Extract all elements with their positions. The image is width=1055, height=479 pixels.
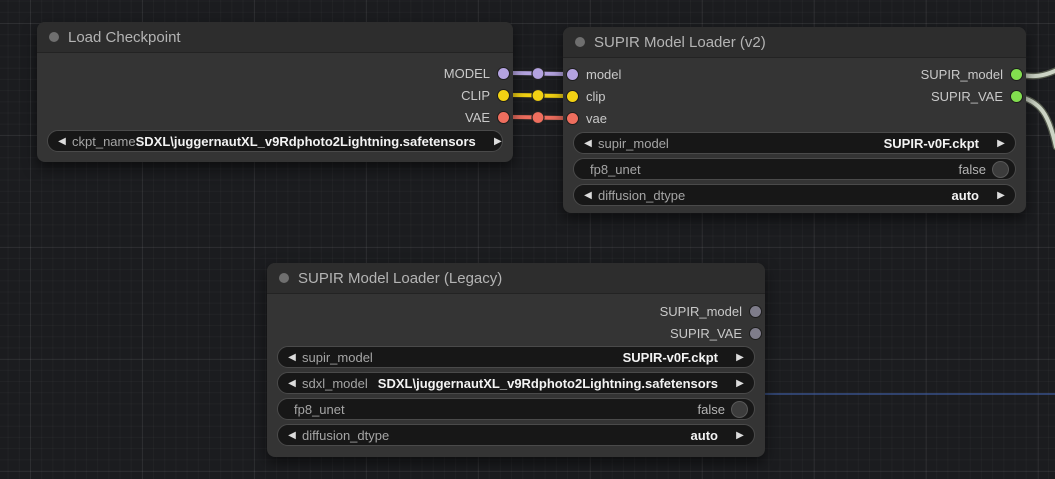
widget-value: SUPIR-v0F.ckpt xyxy=(883,135,979,151)
output-dot-supir-vae-icon[interactable] xyxy=(1011,90,1022,102)
widget-value: SUPIR-v0F.ckpt xyxy=(622,349,718,365)
toggle-icon[interactable] xyxy=(992,160,1009,178)
next-arrow-icon[interactable]: ▶ xyxy=(736,351,744,363)
widget-label: fp8_unet xyxy=(294,401,345,417)
port-label: SUPIR_model xyxy=(659,303,742,319)
port-label: vae xyxy=(586,110,607,126)
port-label: SUPIR_VAE xyxy=(669,325,742,341)
next-arrow-icon[interactable]: ▶ xyxy=(997,137,1005,149)
widget-sdxl-model[interactable]: ◀ sdxl_model SDXL\juggernautXL_v9Rdphoto… xyxy=(277,372,755,394)
node-title-bar[interactable]: Load Checkpoint xyxy=(37,22,513,53)
widget-supir-model[interactable]: ◀ supir_model SUPIR-v0F.ckpt ▶ xyxy=(573,132,1016,154)
widget-value: auto xyxy=(951,187,979,203)
output-port-model: MODEL xyxy=(444,62,509,84)
widget-fp8-unet[interactable]: fp8_unet false xyxy=(573,158,1016,180)
input-port-vae: vae xyxy=(567,107,607,129)
output-dot-supir-model-icon[interactable] xyxy=(1011,68,1022,80)
widget-ckpt-name[interactable]: ◀ ckpt_name SDXL\juggernautXL_v9Rdphoto2… xyxy=(47,130,503,152)
port-label: VAE xyxy=(464,109,490,125)
port-label: CLIP xyxy=(461,87,490,103)
output-port-supir-vae: SUPIR_VAE xyxy=(670,322,761,344)
next-arrow-icon[interactable]: ▶ xyxy=(736,377,744,389)
widget-fp8-unet[interactable]: fp8_unet false xyxy=(277,398,755,420)
node-title: SUPIR Model Loader (Legacy) xyxy=(298,269,503,287)
input-dot-clip-icon[interactable] xyxy=(567,90,578,102)
widget-label: fp8_unet xyxy=(590,161,641,177)
node-load-checkpoint[interactable]: Load Checkpoint MODEL CLIP VAE ◀ ckpt_na… xyxy=(37,22,513,162)
input-port-clip: clip xyxy=(567,85,606,107)
link-dot-vae[interactable] xyxy=(531,110,545,125)
prev-arrow-icon[interactable]: ◀ xyxy=(288,429,296,441)
input-dot-vae-icon[interactable] xyxy=(567,112,578,124)
output-port-supir-vae: SUPIR_VAE xyxy=(931,85,1022,107)
widget-value: false xyxy=(697,401,725,417)
toggle-icon[interactable] xyxy=(731,400,748,418)
port-label: MODEL xyxy=(443,65,490,81)
node-supir-model-loader-legacy[interactable]: SUPIR Model Loader (Legacy) SUPIR_model … xyxy=(267,263,765,457)
widget-label: ckpt_name xyxy=(72,133,136,149)
output-dot-model-icon[interactable] xyxy=(498,67,509,79)
widget-label: supir_model xyxy=(598,135,669,151)
input-dot-model-icon[interactable] xyxy=(567,68,578,80)
output-dot-supir-vae-icon[interactable] xyxy=(750,327,761,339)
widget-value: SDXL\juggernautXL_v9Rdphoto2Lightning.sa… xyxy=(135,133,476,149)
collapse-dot-icon[interactable] xyxy=(279,273,289,283)
output-port-clip: CLIP xyxy=(461,84,509,106)
next-arrow-icon[interactable]: ▶ xyxy=(493,135,502,147)
widget-supir-model[interactable]: ◀ supir_model SUPIR-v0F.ckpt ▶ xyxy=(277,346,755,368)
node-supir-model-loader-v2[interactable]: SUPIR Model Loader (v2) model clip vae S… xyxy=(563,27,1026,213)
port-label: clip xyxy=(586,88,606,104)
widget-label: supir_model xyxy=(302,349,373,365)
prev-arrow-icon[interactable]: ◀ xyxy=(288,351,296,363)
widget-diffusion-dtype[interactable]: ◀ diffusion_dtype auto ▶ xyxy=(277,424,755,446)
node-title: Load Checkpoint xyxy=(68,28,181,46)
next-arrow-icon[interactable]: ▶ xyxy=(997,189,1005,201)
next-arrow-icon[interactable]: ▶ xyxy=(736,429,744,441)
node-title-bar[interactable]: SUPIR Model Loader (Legacy) xyxy=(267,263,765,294)
output-port-vae: VAE xyxy=(465,106,509,128)
prev-arrow-icon[interactable]: ◀ xyxy=(58,135,66,147)
node-title: SUPIR Model Loader (v2) xyxy=(594,33,766,51)
widget-value: auto xyxy=(690,427,718,443)
output-dot-supir-model-icon[interactable] xyxy=(750,305,761,317)
output-port-supir-model: SUPIR_model xyxy=(660,300,761,322)
link-dot-model[interactable] xyxy=(531,66,545,81)
port-label: SUPIR_VAE xyxy=(930,88,1003,104)
prev-arrow-icon[interactable]: ◀ xyxy=(288,377,296,389)
widget-value: SDXL\juggernautXL_v9Rdphoto2Lightning.sa… xyxy=(377,375,718,391)
widget-diffusion-dtype[interactable]: ◀ diffusion_dtype auto ▶ xyxy=(573,184,1016,206)
prev-arrow-icon[interactable]: ◀ xyxy=(584,189,592,201)
prev-arrow-icon[interactable]: ◀ xyxy=(584,137,592,149)
port-label: SUPIR_model xyxy=(920,66,1003,82)
port-label: model xyxy=(586,66,622,82)
output-port-supir-model: SUPIR_model xyxy=(921,63,1022,85)
output-dot-clip-icon[interactable] xyxy=(498,89,509,101)
link-dot-clip[interactable] xyxy=(531,88,545,103)
widget-label: diffusion_dtype xyxy=(598,187,686,203)
widget-label: sdxl_model xyxy=(302,375,368,391)
collapse-dot-icon[interactable] xyxy=(49,32,59,42)
collapse-dot-icon[interactable] xyxy=(575,37,585,47)
widget-label: diffusion_dtype xyxy=(302,427,390,443)
input-port-model: model xyxy=(567,63,621,85)
node-title-bar[interactable]: SUPIR Model Loader (v2) xyxy=(563,27,1026,58)
output-dot-vae-icon[interactable] xyxy=(498,111,509,123)
widget-value: false xyxy=(958,161,986,177)
